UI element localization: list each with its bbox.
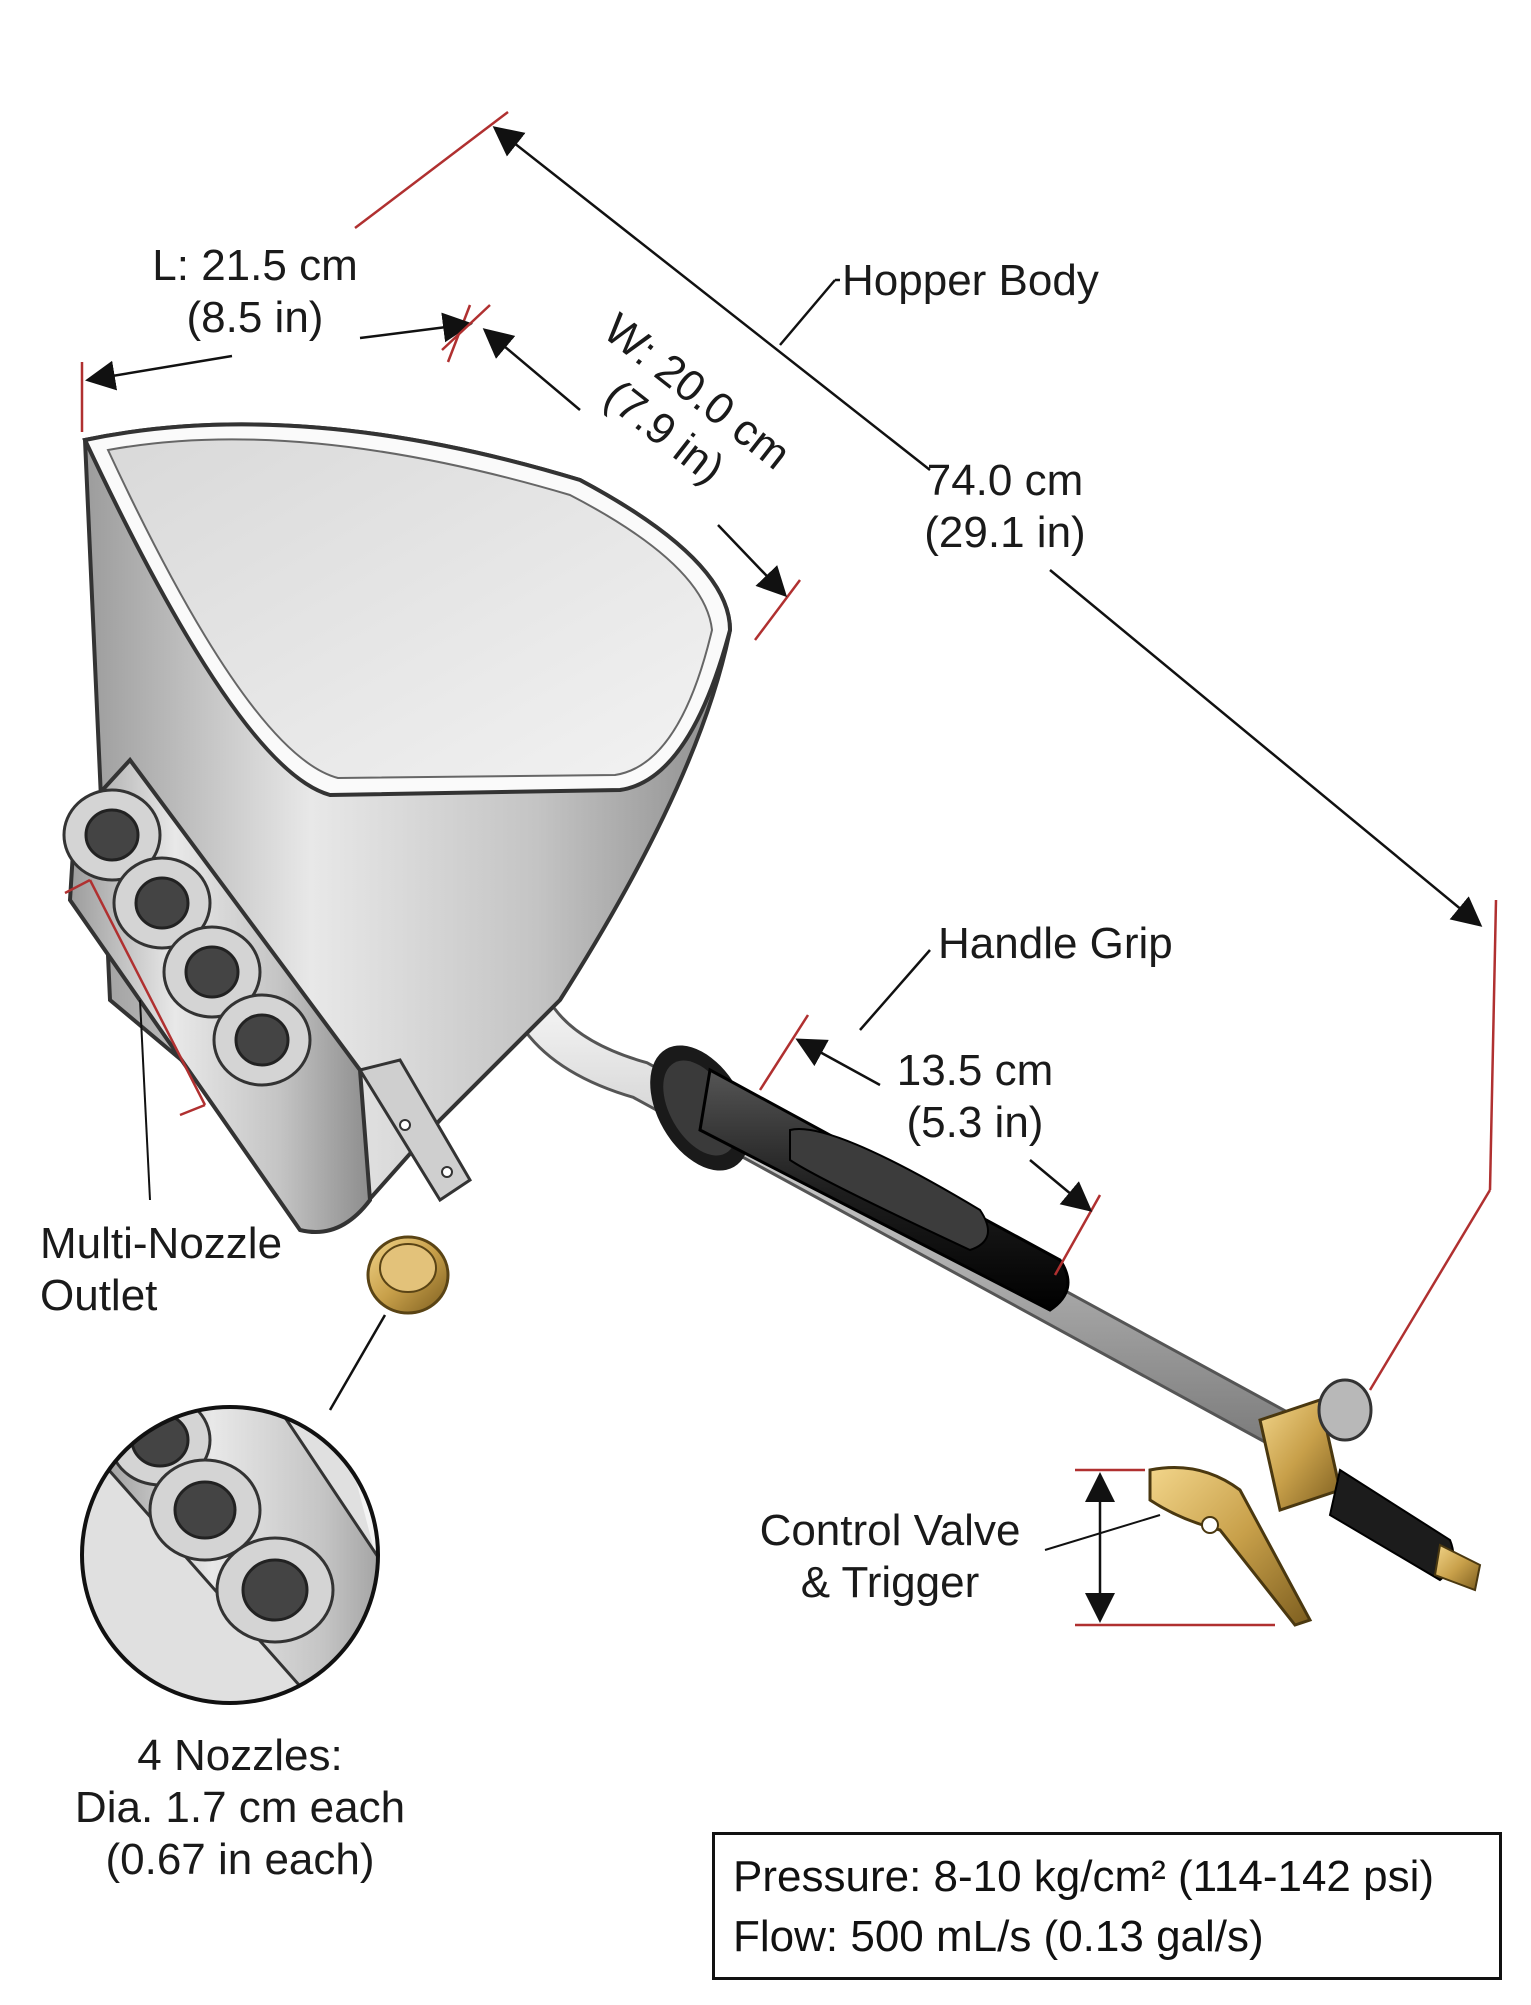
brass-end-cap — [366, 1235, 450, 1315]
dimension-width — [441, 304, 801, 641]
handle-grip-label: Handle Grip — [938, 919, 1173, 968]
dimension-outlet — [64, 878, 207, 1117]
outlet-line2: Outlet — [40, 1271, 158, 1320]
nozzle-1 — [62, 788, 162, 882]
nozzles-line1: 4 Nozzles: — [137, 1731, 343, 1780]
valve-line2: & Trigger — [800, 1558, 980, 1607]
total-value: 74.0 cm — [926, 456, 1084, 505]
grip-imperial: (5.3 in) — [906, 1098, 1044, 1147]
total-length-label: 74.0 cm (29.1 in) — [905, 455, 1105, 559]
length-dimension-label: L: 21.5 cm (8.5 in) — [125, 240, 385, 344]
specifications-box: Pressure: 8-10 kg/cm² (114-142 psi) Flow… — [712, 1832, 1502, 1980]
grip-value: 13.5 cm — [896, 1046, 1054, 1095]
dimension-valve — [1075, 1468, 1275, 1627]
total-imperial: (29.1 in) — [924, 508, 1086, 557]
nozzle-3 — [162, 925, 262, 1019]
nozzle-detail-zoom — [80, 1405, 380, 1705]
nozzles-label: 4 Nozzles: Dia. 1.7 cm each (0.67 in eac… — [60, 1730, 420, 1886]
length-imperial: (8.5 in) — [186, 293, 324, 342]
hopper-body — [82, 422, 733, 1213]
control-valve — [1258, 1378, 1482, 1592]
dimension-total — [354, 111, 1498, 1391]
detail-nozzle-2 — [148, 1458, 262, 1562]
hopper-body-label: Hopper Body — [842, 256, 1099, 305]
nozzles-line2: Dia. 1.7 cm each — [74, 1783, 406, 1832]
delivery-tube — [520, 1000, 1320, 1460]
flow-spec: Flow: 500 mL/s (0.13 gal/s) — [733, 1912, 1264, 1961]
valve-line1: Control Valve — [759, 1506, 1021, 1555]
nozzle-manifold — [62, 756, 450, 1315]
nozzles-line3: (0.67 in each) — [105, 1835, 375, 1884]
grip-length-label: 13.5 cm (5.3 in) — [880, 1045, 1070, 1149]
detail-nozzle-3 — [215, 1536, 335, 1644]
outlet-label: Multi-Nozzle Outlet — [40, 1218, 282, 1322]
pressure-spec: Pressure: 8-10 kg/cm² (114-142 psi) — [733, 1852, 1435, 1901]
length-value: L: 21.5 cm — [152, 241, 358, 290]
outlet-line1: Multi-Nozzle — [40, 1219, 283, 1268]
nozzle-2 — [112, 856, 212, 950]
nozzle-4 — [212, 993, 312, 1087]
trigger-lever — [1148, 1466, 1313, 1627]
valve-label: Control Valve & Trigger — [735, 1505, 1045, 1609]
leader-lines — [139, 278, 1161, 1551]
dimension-grip — [758, 1014, 1102, 1276]
